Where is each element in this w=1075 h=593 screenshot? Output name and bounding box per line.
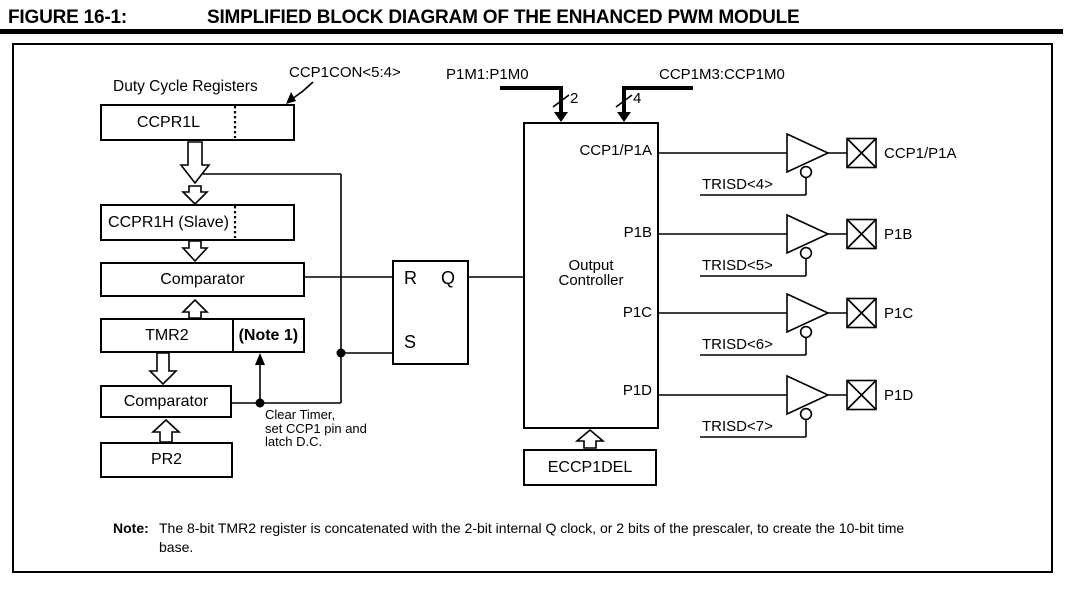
- annotation-line: latch D.C.: [265, 434, 323, 449]
- annotation-line: Clear Timer,: [265, 407, 336, 422]
- pin-p1c-label: P1C: [884, 305, 914, 322]
- trisd5-label: TRISD<5>: [702, 257, 773, 274]
- junction-dot: [336, 348, 346, 358]
- latch-r-input-label: R: [404, 268, 417, 288]
- port-ccp1-p1a-label: CCP1/P1A: [579, 142, 652, 159]
- figure-note: Note: The 8-bit TMR2 register is concate…: [113, 519, 1013, 557]
- period-comparator-box: Comparator: [100, 385, 232, 418]
- up-arrowhead-icon: [255, 353, 265, 365]
- clear-timer-annotation: Clear Timer, set CCP1 pin and latch D.C.: [265, 408, 367, 449]
- duty-cycle-registers-label: Duty Cycle Registers: [113, 78, 258, 95]
- tmr2-register-box: TMR2 (Note 1): [100, 318, 305, 353]
- p1m-bus-label: P1M1:P1M0: [446, 66, 529, 83]
- eccp1del-label: ECCP1DEL: [547, 458, 633, 476]
- flow-arrows: [148, 141, 606, 449]
- output-controller-name: Output Controller: [525, 258, 657, 288]
- ccp1m-bus-label: CCP1M3:CCP1M0: [659, 66, 785, 83]
- trisd6-label: TRISD<6>: [702, 336, 773, 353]
- port-p1b-label: P1B: [623, 224, 652, 241]
- p1m-bus-arrow: [500, 86, 570, 122]
- ccp1con-label: CCP1CON<5:4>: [289, 64, 401, 81]
- junction-dot: [255, 398, 265, 408]
- pin-p1d-label: P1D: [884, 387, 914, 404]
- ccp1m-bus-arrow: [615, 86, 693, 122]
- ccpr1h-register-box: CCPR1H (Slave): [100, 204, 295, 241]
- port-p1c-label: P1C: [622, 304, 652, 321]
- tmr2-label: TMR2: [145, 326, 189, 344]
- wires: [203, 152, 847, 438]
- comparator-label: Comparator: [160, 270, 245, 288]
- annotation-line: set CCP1 pin and: [265, 420, 367, 436]
- latch-q-output-label: Q: [440, 268, 455, 288]
- trisd4-label: TRISD<4>: [702, 176, 773, 193]
- tristate-buffer-icons: [786, 132, 830, 421]
- duty-comparator-box: Comparator: [100, 262, 305, 297]
- ccpr1h-label: CCPR1H (Slave): [108, 213, 229, 231]
- trisd7-label: TRISD<7>: [702, 418, 773, 435]
- title-rule: [0, 29, 1063, 34]
- note-line1: The 8-bit TMR2 register is concatenated …: [159, 520, 905, 536]
- ccp1con-pointer-arrow: [286, 81, 314, 104]
- output-controller-name-line1: Output: [568, 257, 614, 274]
- latch-s-input-label: S: [404, 332, 417, 352]
- diagram-frame: [12, 43, 1053, 573]
- pin-p1b-label: P1B: [884, 226, 913, 243]
- rs-latch-box: R Q S: [392, 260, 469, 365]
- comparator-label: Comparator: [123, 392, 209, 410]
- io-pin-icons: [846, 137, 877, 411]
- p1m-bus-width: 2: [570, 90, 579, 107]
- figure-title: SIMPLIFIED BLOCK DIAGRAM OF THE ENHANCED…: [207, 7, 800, 28]
- output-controller-box: CCP1/P1A P1B P1C P1D Output Controller: [523, 122, 659, 429]
- pr2-label: PR2: [150, 451, 183, 468]
- note-label: Note:: [113, 520, 149, 536]
- ccpr1l-label: CCPR1L: [136, 113, 201, 131]
- ccpr1l-register-box: CCPR1L: [100, 104, 295, 141]
- port-p1d-label: P1D: [622, 382, 652, 399]
- pin-ccp1-p1a-label: CCP1/P1A: [884, 145, 957, 162]
- output-controller-name-line2: Controller: [558, 272, 624, 289]
- note-line2: base.: [159, 539, 194, 555]
- figure-number: FIGURE 16-1:: [8, 7, 128, 28]
- tmr2-note-ref: (Note 1): [231, 320, 303, 351]
- eccp1del-register-box: ECCP1DEL: [523, 449, 657, 486]
- ccp1m-bus-width: 4: [633, 90, 642, 107]
- pr2-register-box: PR2: [100, 442, 233, 478]
- note-body: The 8-bit TMR2 register is concatenated …: [159, 519, 904, 557]
